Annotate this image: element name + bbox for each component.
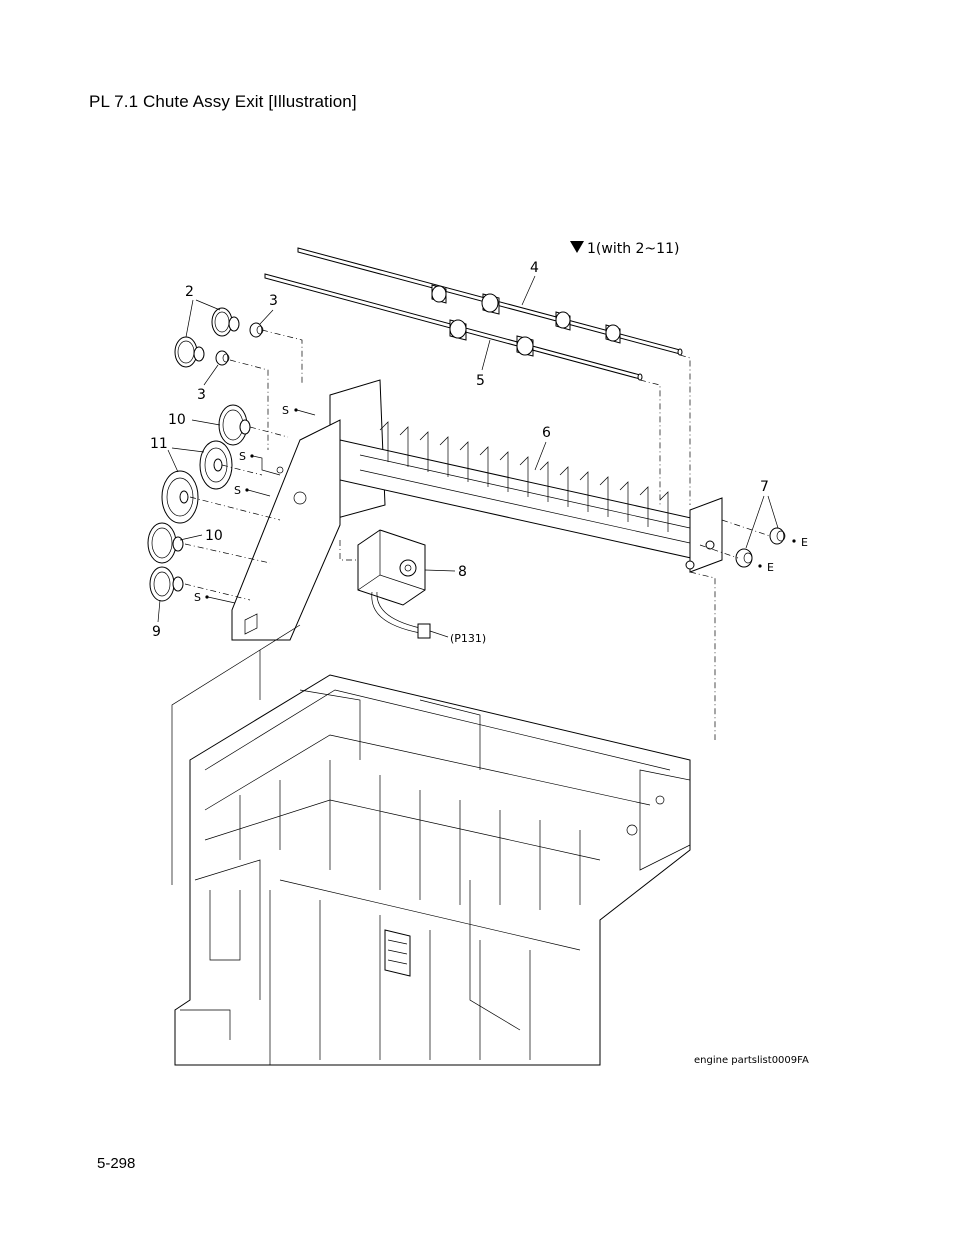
gear-10-lower	[147, 522, 184, 564]
screw-mark-2: S	[239, 450, 246, 463]
roller-shaft-4	[297, 247, 683, 356]
triangle-down-icon	[570, 241, 584, 253]
gear-10-upper	[218, 404, 251, 446]
bearing-3-upper	[249, 322, 264, 338]
callout-8: 8	[458, 564, 467, 580]
roller-shaft-5	[264, 273, 643, 381]
screw-mark-3: S	[234, 484, 241, 497]
callout-10-upper: 10	[168, 412, 186, 428]
assembly-label-text: 1(with 2~11)	[587, 241, 679, 257]
gear-2-lower	[174, 336, 205, 368]
callout-3-upper: 3	[269, 293, 278, 309]
chute-frame-6	[231, 379, 723, 641]
gear-11-upper	[199, 440, 233, 490]
callout-7: 7	[760, 479, 769, 495]
callout-9: 9	[152, 624, 161, 640]
gear-11-lower	[161, 470, 199, 524]
stepper-motor-8	[357, 529, 431, 639]
callout-6: 6	[542, 425, 551, 441]
e-ring-mark-2: E	[767, 561, 774, 574]
callout-3-lower: 3	[197, 387, 206, 403]
main-frame-body	[174, 674, 691, 1066]
page-title: PL 7.1 Chute Assy Exit [Illustration]	[89, 92, 357, 111]
gear-9	[149, 566, 184, 602]
callout-4: 4	[530, 260, 539, 276]
alignment-lines	[171, 329, 771, 885]
screw-mark-4: S	[194, 591, 201, 604]
callout-2: 2	[185, 284, 194, 300]
bushing-7-lower	[735, 548, 753, 568]
gear-2-upper	[211, 307, 240, 337]
reference-code: engine partslist0009FA	[694, 1055, 809, 1066]
page-number: 5-298	[97, 1155, 136, 1172]
e-ring-mark-1: E	[801, 536, 808, 549]
callout-10-lower: 10	[205, 528, 223, 544]
chute-ribs	[379, 421, 669, 532]
bushing-7-upper	[769, 527, 786, 545]
assembly-label: 1(with 2~11)	[570, 241, 679, 257]
screw-mark-1: S	[282, 404, 289, 417]
connector-label: (P131)	[450, 632, 486, 645]
callout-5: 5	[476, 373, 485, 389]
bearing-3-lower	[215, 350, 230, 366]
callout-11: 11	[150, 436, 168, 452]
